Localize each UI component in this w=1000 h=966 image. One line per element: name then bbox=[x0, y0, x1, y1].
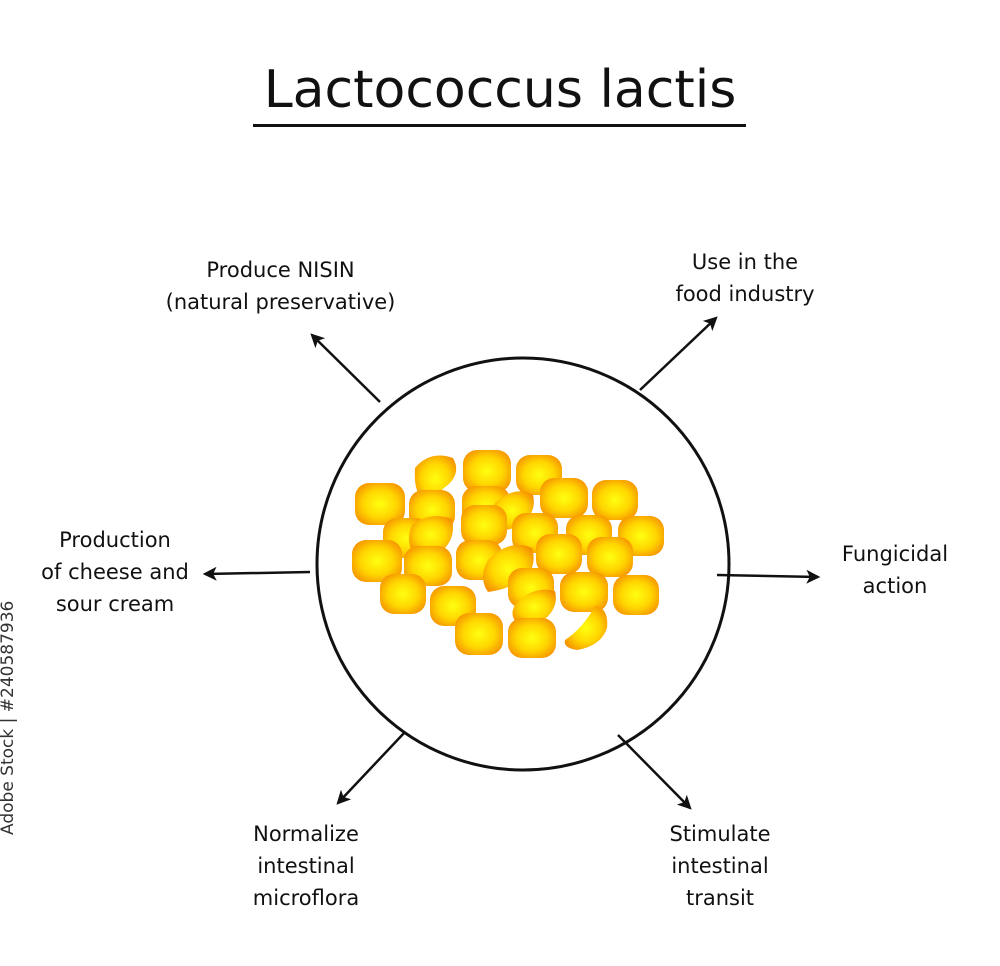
stock-watermark: Adobe Stock | #240587936 bbox=[0, 600, 18, 835]
label-bottom-right-line-3: transit bbox=[685, 886, 755, 910]
label-left: Production of cheese and sour cream bbox=[35, 524, 195, 620]
bacterium-cell bbox=[508, 618, 556, 658]
label-top-left-line-1: Produce NISIN bbox=[206, 258, 355, 282]
label-bottom-right-line-2: intestinal bbox=[671, 854, 769, 878]
arrow-top-left bbox=[310, 333, 381, 403]
label-bottom-left-line-1: Normalize bbox=[253, 822, 359, 846]
bacterium-cell bbox=[560, 572, 608, 612]
title-underline bbox=[253, 124, 746, 127]
label-bottom-left-line-2: intestinal bbox=[257, 854, 355, 878]
arrow-left bbox=[202, 566, 311, 581]
bacterium-cell bbox=[461, 505, 507, 545]
bacterium-cell bbox=[409, 516, 453, 554]
label-top-right: Use in the food industry bbox=[660, 246, 830, 310]
bacterium-cell bbox=[592, 480, 638, 520]
label-bottom-left-line-3: microflora bbox=[252, 886, 360, 910]
label-left-line-3: sour cream bbox=[55, 592, 175, 616]
label-top-left-line-2: (natural preservative) bbox=[165, 290, 396, 314]
bacterium-cell bbox=[355, 483, 405, 525]
label-bottom-right: Stimulate intestinal transit bbox=[650, 818, 790, 914]
bacterium-cell bbox=[564, 606, 608, 650]
bacterium-cell bbox=[540, 478, 588, 518]
label-right-line-2: action bbox=[862, 574, 928, 598]
label-left-line-2: of cheese and bbox=[41, 560, 189, 584]
bacterium-cell bbox=[536, 534, 582, 574]
label-right-line-1: Fungicidal bbox=[841, 542, 949, 566]
arrow-right bbox=[716, 569, 821, 584]
bacterium-cell bbox=[455, 613, 503, 655]
arrow-bottom-right bbox=[617, 734, 692, 810]
bacterium-cell bbox=[463, 450, 511, 492]
bacterium-cell bbox=[352, 540, 402, 582]
bacteria-cluster bbox=[352, 450, 664, 658]
label-right: Fungicidal action bbox=[825, 538, 965, 602]
label-bottom-left: Normalize intestinal microflora bbox=[236, 818, 376, 914]
bacterium-cell bbox=[512, 589, 556, 625]
bacterium-cell bbox=[380, 574, 426, 614]
label-top-right-line-1: Use in the bbox=[691, 250, 799, 274]
label-top-right-line-2: food industry bbox=[675, 282, 815, 306]
label-bottom-right-line-1: Stimulate bbox=[669, 822, 771, 846]
bacterium-cell bbox=[613, 575, 659, 615]
arrow-bottom-left bbox=[336, 731, 406, 805]
label-left-line-1: Production bbox=[59, 528, 171, 552]
bacterium-cell bbox=[587, 537, 633, 577]
label-top-left: Produce NISIN (natural preservative) bbox=[163, 254, 398, 318]
diagram-title: Lactococcus lactis bbox=[263, 60, 737, 120]
arrow-top-right bbox=[639, 316, 718, 391]
